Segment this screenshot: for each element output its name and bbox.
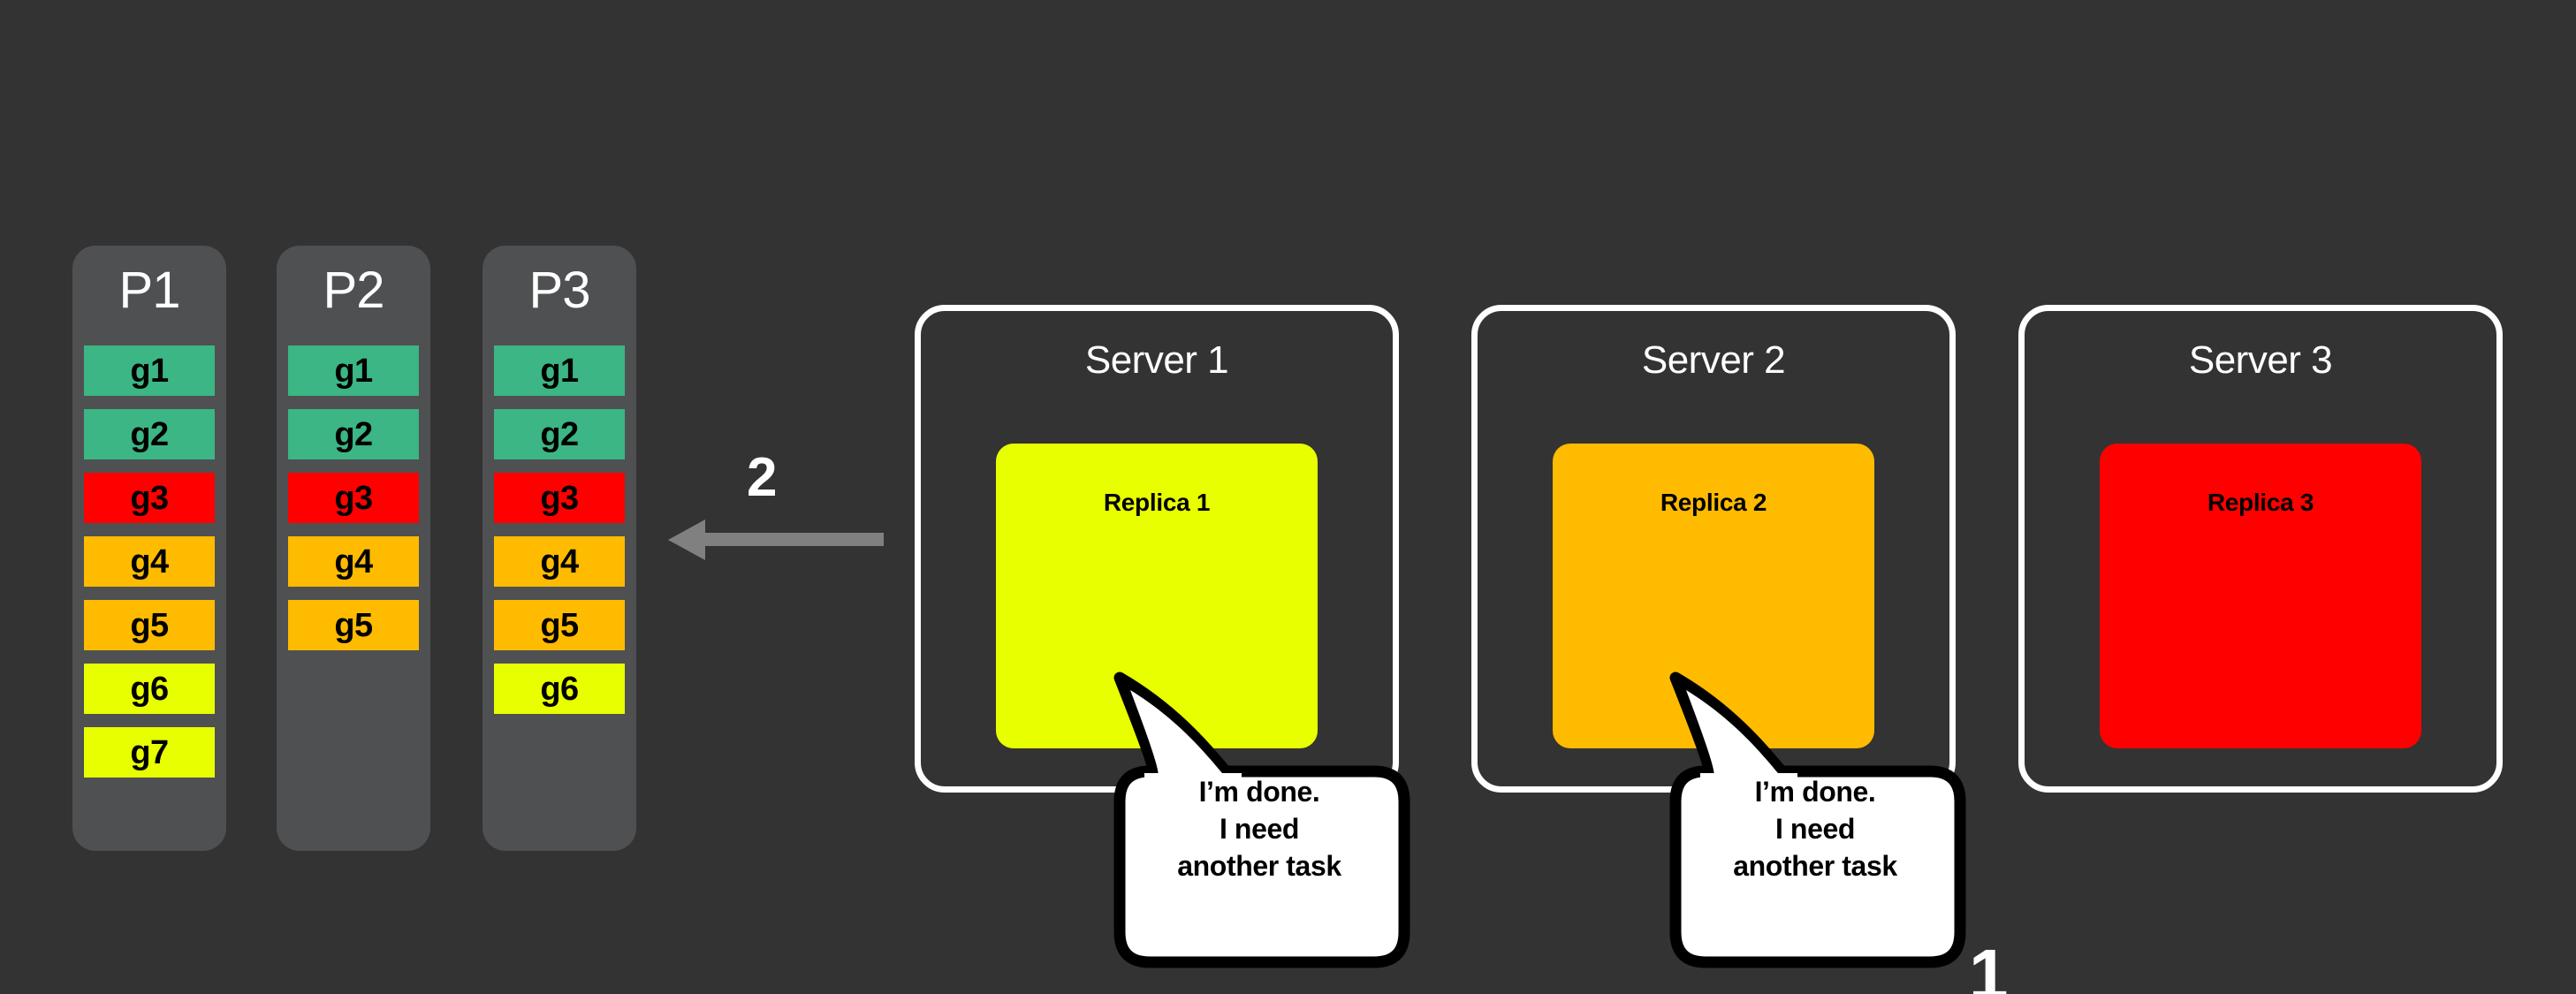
partition-items-list: g1 g2 g3 g4 g5 bbox=[288, 345, 419, 664]
group-item[interactable]: g7 bbox=[84, 727, 215, 778]
rebalance-arrow-left bbox=[668, 520, 884, 560]
group-item[interactable]: g2 bbox=[288, 409, 419, 459]
group-item[interactable]: g1 bbox=[84, 345, 215, 396]
group-item[interactable]: g2 bbox=[84, 409, 215, 459]
partition-items-list: g1 g2 g3 g4 g5 g6 g7 bbox=[84, 345, 215, 791]
speech-bubble-server-2: I’m done. I need another task bbox=[1665, 667, 1966, 968]
partition-title: P2 bbox=[323, 262, 385, 319]
partition-items-list: g1 g2 g3 g4 g5 g6 bbox=[494, 345, 625, 727]
server-card-1: Server 1 Replica 1 bbox=[915, 305, 1399, 793]
group-item[interactable]: g3 bbox=[288, 473, 419, 523]
replica-box[interactable]: Replica 3 bbox=[2100, 444, 2421, 748]
group-item[interactable]: g5 bbox=[494, 600, 625, 650]
speech-bubble-server-1: I’m done. I need another task bbox=[1109, 667, 1410, 968]
group-item[interactable]: g6 bbox=[494, 664, 625, 714]
group-item[interactable]: g5 bbox=[288, 600, 419, 650]
step-number-2: 2 bbox=[747, 447, 778, 508]
server-title: Server 2 bbox=[1641, 338, 1786, 382]
server-card-2: Server 2 Replica 2 bbox=[1471, 305, 1956, 793]
group-item[interactable]: g5 bbox=[84, 600, 215, 650]
partition-title: P3 bbox=[528, 262, 591, 319]
group-item[interactable]: g1 bbox=[494, 345, 625, 396]
group-item[interactable]: g6 bbox=[84, 664, 215, 714]
group-item[interactable]: g4 bbox=[494, 536, 625, 587]
server-title: Server 1 bbox=[1084, 338, 1229, 382]
replica-label: Replica 1 bbox=[1103, 489, 1211, 516]
step-number-1: 1 bbox=[1969, 935, 2009, 994]
server-card-3: Server 3 Replica 3 bbox=[2018, 305, 2503, 793]
group-item[interactable]: g3 bbox=[494, 473, 625, 523]
group-item[interactable]: g4 bbox=[84, 536, 215, 587]
replica-label: Replica 2 bbox=[1660, 489, 1767, 516]
group-item[interactable]: g3 bbox=[84, 473, 215, 523]
speech-bubble-shape bbox=[1113, 672, 1410, 968]
server-title: Server 3 bbox=[2188, 338, 2333, 382]
group-item[interactable]: g4 bbox=[288, 536, 419, 587]
partition-column-p2: P2 g1 g2 g3 g4 g5 bbox=[277, 246, 430, 851]
group-item[interactable]: g1 bbox=[288, 345, 419, 396]
partition-column-p1: P1 g1 g2 g3 g4 g5 g6 g7 bbox=[72, 246, 226, 851]
partition-column-p3: P3 g1 g2 g3 g4 g5 g6 bbox=[483, 246, 636, 851]
replica-label: Replica 3 bbox=[2207, 489, 2314, 516]
speech-bubble-shape bbox=[1669, 672, 1966, 968]
group-item[interactable]: g2 bbox=[494, 409, 625, 459]
partition-title: P1 bbox=[118, 262, 181, 319]
